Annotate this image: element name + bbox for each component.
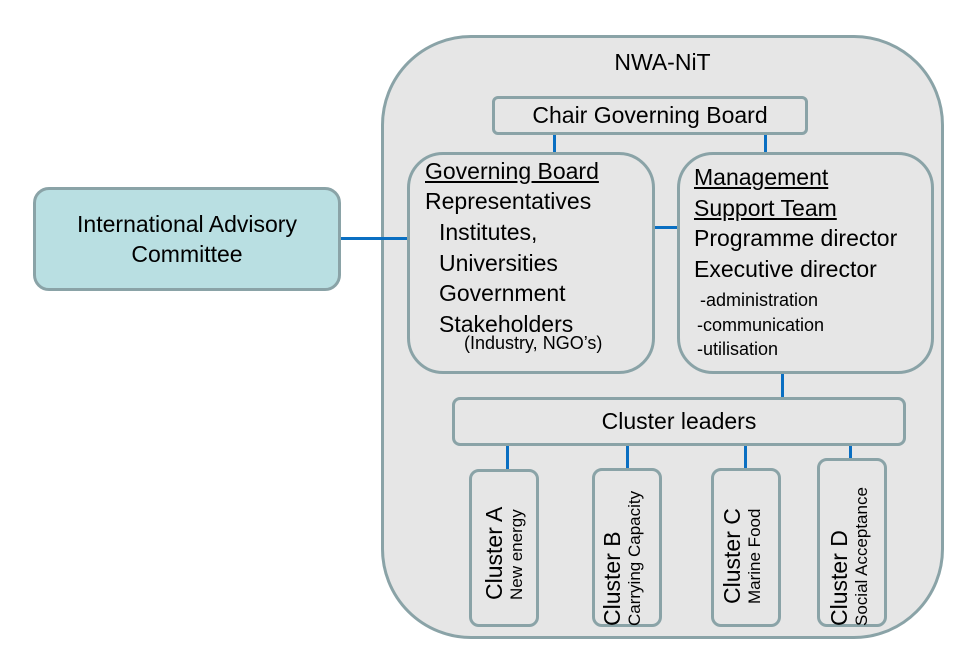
connector-advisory-to-board bbox=[341, 237, 407, 240]
cluster-name: Cluster A bbox=[481, 506, 507, 600]
advisory-line2: Committee bbox=[131, 241, 243, 267]
management-support-team-box bbox=[677, 152, 934, 374]
international-advisory-committee-box: International Advisory Committee bbox=[33, 187, 341, 291]
management-heading-line2: Support Team bbox=[694, 195, 837, 221]
governing-board-item: Stakeholders bbox=[439, 311, 574, 337]
connector-leaders-to-cluster-c bbox=[744, 446, 747, 468]
cluster-name: Cluster C bbox=[719, 508, 745, 604]
connector-board-to-management bbox=[655, 226, 677, 229]
cluster-topic: Social Acceptance bbox=[852, 487, 871, 626]
cluster-c-box bbox=[711, 468, 781, 627]
management-sub-role: -communication bbox=[697, 315, 825, 335]
governing-board-subheading: Representatives bbox=[425, 188, 592, 214]
management-role: Programme director bbox=[694, 225, 898, 251]
connector-chair-to-board bbox=[553, 135, 556, 152]
cluster-topic: Carrying Capacity bbox=[625, 490, 644, 626]
cluster-d-label: Cluster D Social Acceptance bbox=[826, 487, 872, 626]
governing-board-item: Universities bbox=[439, 250, 558, 276]
organization-title: NWA-NiT bbox=[614, 49, 711, 75]
cluster-topic: Marine Food bbox=[745, 508, 764, 604]
connector-leaders-to-cluster-d bbox=[849, 444, 852, 461]
governing-board-item: Government bbox=[439, 280, 566, 306]
connector-chair-to-management bbox=[764, 135, 767, 152]
governing-board-item: Institutes, bbox=[439, 219, 538, 245]
cluster-topic: New energy bbox=[507, 509, 526, 600]
cluster-leaders-box: Cluster leaders bbox=[452, 397, 906, 446]
cluster-name: Cluster D bbox=[826, 530, 852, 626]
cluster-b-label: Cluster B Carrying Capacity bbox=[599, 491, 645, 626]
cluster-name: Cluster B bbox=[599, 531, 625, 626]
cluster-c-label: Cluster C Marine Food bbox=[719, 508, 765, 604]
cluster-a-label: Cluster A New energy bbox=[481, 507, 527, 600]
management-sub-role: -administration bbox=[700, 290, 819, 310]
cluster-d-box bbox=[817, 458, 887, 627]
management-sub-role: -utilisation bbox=[697, 339, 779, 359]
management-heading-line1: Management bbox=[694, 164, 829, 190]
connector-leaders-to-cluster-b bbox=[626, 446, 629, 468]
management-role: Executive director bbox=[694, 256, 877, 282]
cluster-a-box bbox=[469, 469, 539, 627]
connector-management-to-cluster-leaders bbox=[781, 372, 784, 397]
chair-governing-board-box: Chair Governing Board bbox=[492, 96, 808, 135]
cluster-b-box bbox=[592, 468, 662, 627]
governing-board-note: (Industry, NGO’s) bbox=[464, 333, 603, 353]
governing-board-box bbox=[407, 152, 655, 374]
connector-leaders-to-cluster-a bbox=[506, 446, 509, 469]
advisory-line1: International Advisory bbox=[77, 211, 297, 237]
governing-board-heading: Governing Board bbox=[425, 158, 599, 184]
